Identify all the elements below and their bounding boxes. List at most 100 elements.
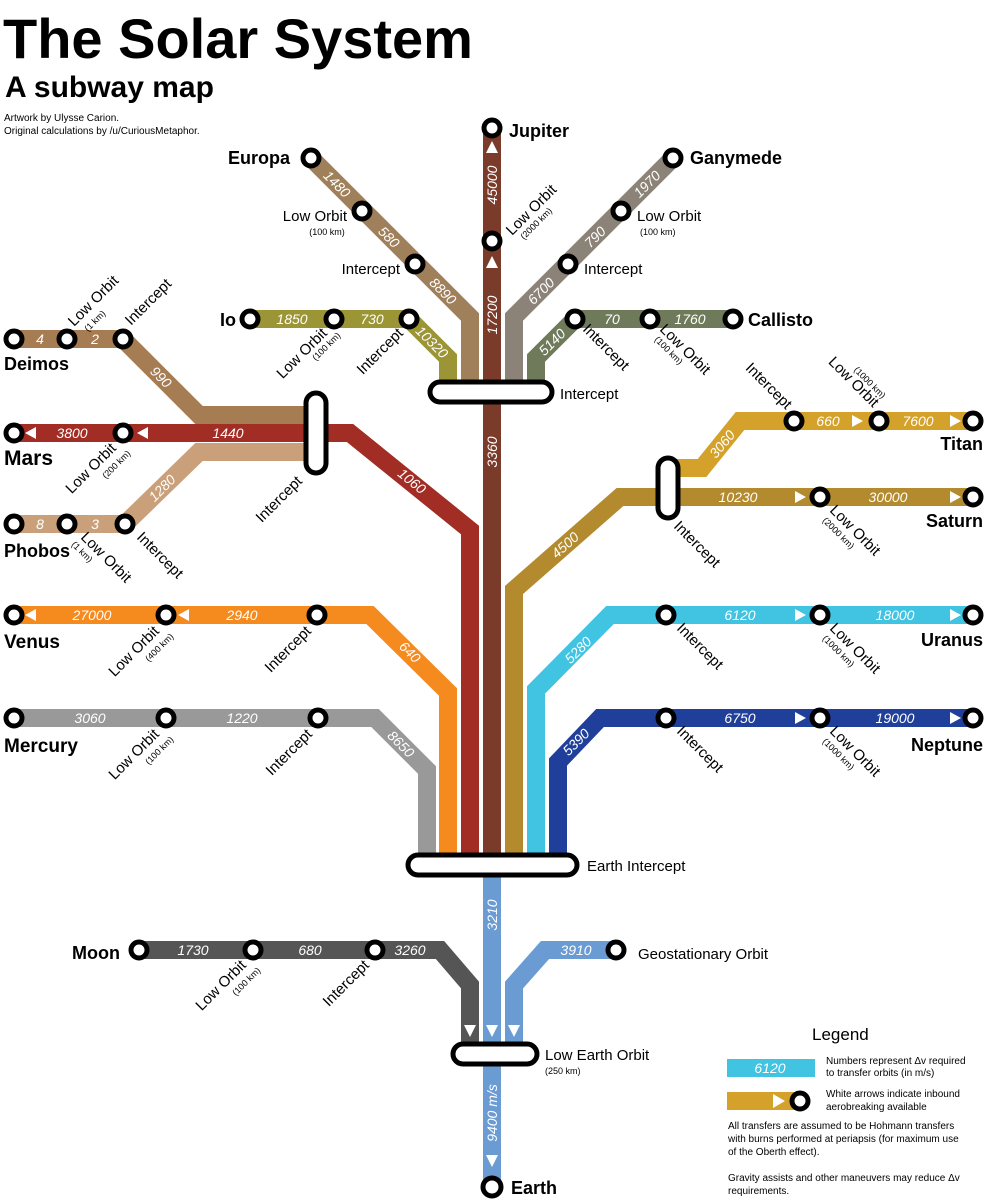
station-neptune[interactable] <box>962 707 984 729</box>
station-ganymede-intercept[interactable] <box>557 253 579 275</box>
legend-numbers-note: to transfer orbits (in m/s) <box>826 1068 934 1079</box>
uranus-line <box>527 606 973 865</box>
station-europa-intercept[interactable] <box>404 253 426 275</box>
saturn-line <box>505 488 973 865</box>
station-mercury[interactable] <box>3 707 25 729</box>
legend-arrows-note: aerobreaking available <box>826 1102 927 1113</box>
label-intercept: Intercept <box>342 261 401 278</box>
legend-arrow-line <box>727 1092 799 1110</box>
station-phobos-low-orbit[interactable] <box>56 513 78 535</box>
legend-gravity-note: requirements. <box>728 1186 789 1197</box>
moon-line <box>139 941 479 1050</box>
label-low-orbit: Low Orbit <box>283 208 348 225</box>
label-intercept: Intercept <box>122 275 176 329</box>
label-low-orbit: Low Orbit <box>637 208 702 225</box>
station-europa[interactable] <box>300 147 322 169</box>
dv-value: 10230 <box>719 489 758 505</box>
legend-sample-value: 6120 <box>754 1060 785 1076</box>
dv-value: 3360 <box>484 436 500 467</box>
station-moon-intercept[interactable] <box>364 939 386 961</box>
station-titan-low-orbit[interactable] <box>868 410 890 432</box>
dv-value: 1730 <box>177 942 208 958</box>
label-intercept: Intercept <box>253 472 307 526</box>
station-callisto-intercept[interactable] <box>564 308 586 330</box>
dv-value: 8 <box>36 516 44 532</box>
station-moon-low-orbit[interactable] <box>242 939 264 961</box>
arrow-down-icon <box>508 1025 520 1037</box>
station-uranus[interactable] <box>962 604 984 626</box>
station-saturn[interactable] <box>962 486 984 508</box>
label-mars: Mars <box>4 447 53 470</box>
arrow-right-icon <box>773 1094 785 1108</box>
station-deimos-low-orbit[interactable] <box>56 328 78 350</box>
arrow-right-icon <box>950 712 961 724</box>
station-ganymede-low-orbit[interactable] <box>610 200 632 222</box>
credit-artwork: Artwork by Ulysse Carion. <box>4 113 119 124</box>
dv-value: 730 <box>360 311 384 327</box>
arrow-down-icon <box>464 1025 476 1037</box>
station-callisto[interactable] <box>722 308 744 330</box>
label-titan: Titan <box>940 434 983 454</box>
legend-station <box>789 1090 811 1112</box>
mars-intercept-interchange[interactable] <box>303 390 329 476</box>
dv-value: 1850 <box>276 311 307 327</box>
station-neptune-low-orbit[interactable] <box>809 707 831 729</box>
arrow-left-icon <box>178 609 189 621</box>
station-jupiter-low-orbit[interactable] <box>481 230 503 252</box>
label-intercept: Intercept <box>133 529 187 583</box>
dv-value: 3910 <box>560 942 591 958</box>
leo-interchange[interactable] <box>450 1041 540 1067</box>
dv-value: 19000 <box>876 710 915 726</box>
label-intercept: Intercept <box>670 518 724 572</box>
jupiter-intercept-interchange[interactable] <box>427 379 555 405</box>
station-neptune-intercept[interactable] <box>655 707 677 729</box>
station-moon[interactable] <box>128 939 150 961</box>
dv-value: 4 <box>36 331 44 347</box>
station-titan[interactable] <box>962 410 984 432</box>
station-europa-low-orbit[interactable] <box>351 200 373 222</box>
dv-value: 30000 <box>869 489 908 505</box>
station-callisto-low-orbit[interactable] <box>639 308 661 330</box>
dv-value: 660 <box>816 413 840 429</box>
label-intercept: Intercept <box>673 620 727 674</box>
label-earth: Earth <box>511 1178 557 1198</box>
station-mars[interactable] <box>3 422 25 444</box>
label-altitude: (100 km) <box>640 227 676 237</box>
arrow-right-icon <box>950 609 961 621</box>
station-geostationary[interactable] <box>605 939 627 961</box>
station-io-low-orbit[interactable] <box>323 308 345 330</box>
legend-hohmann-note: with burns performed at periapsis (for m… <box>727 1134 959 1145</box>
station-mercury-low-orbit[interactable] <box>155 707 177 729</box>
earth-intercept-interchange[interactable] <box>405 852 580 878</box>
legend: Legend 6120 Numbers represent Δv require… <box>727 1025 966 1197</box>
neptune-line <box>549 709 973 865</box>
station-earth[interactable] <box>480 1175 504 1199</box>
station-ganymede[interactable] <box>662 147 684 169</box>
label-intercept: Intercept <box>320 956 374 1010</box>
station-venus-low-orbit[interactable] <box>155 604 177 626</box>
station-uranus-low-orbit[interactable] <box>809 604 831 626</box>
station-uranus-intercept[interactable] <box>655 604 677 626</box>
arrow-left-icon <box>137 427 148 439</box>
station-io-intercept[interactable] <box>398 308 420 330</box>
label-jupiter: Jupiter <box>509 121 569 141</box>
station-mercury-intercept[interactable] <box>307 707 329 729</box>
station-titan-intercept[interactable] <box>783 410 805 432</box>
station-jupiter[interactable] <box>481 117 503 139</box>
station-deimos-intercept[interactable] <box>112 328 134 350</box>
legend-hohmann-note: of the Oberth effect). <box>728 1147 820 1158</box>
venus-line <box>14 606 457 865</box>
arrow-right-icon <box>795 712 806 724</box>
station-mars-low-orbit[interactable] <box>112 422 134 444</box>
station-io[interactable] <box>239 308 261 330</box>
station-venus[interactable] <box>3 604 25 626</box>
station-deimos[interactable] <box>3 328 25 350</box>
station-phobos[interactable] <box>3 513 25 535</box>
station-venus-intercept[interactable] <box>306 604 328 626</box>
dv-value: 18000 <box>876 607 915 623</box>
station-saturn-low-orbit[interactable] <box>809 486 831 508</box>
dv-value: 70 <box>604 311 620 327</box>
station-phobos-intercept[interactable] <box>114 513 136 535</box>
saturn-intercept-interchange[interactable] <box>655 455 681 521</box>
